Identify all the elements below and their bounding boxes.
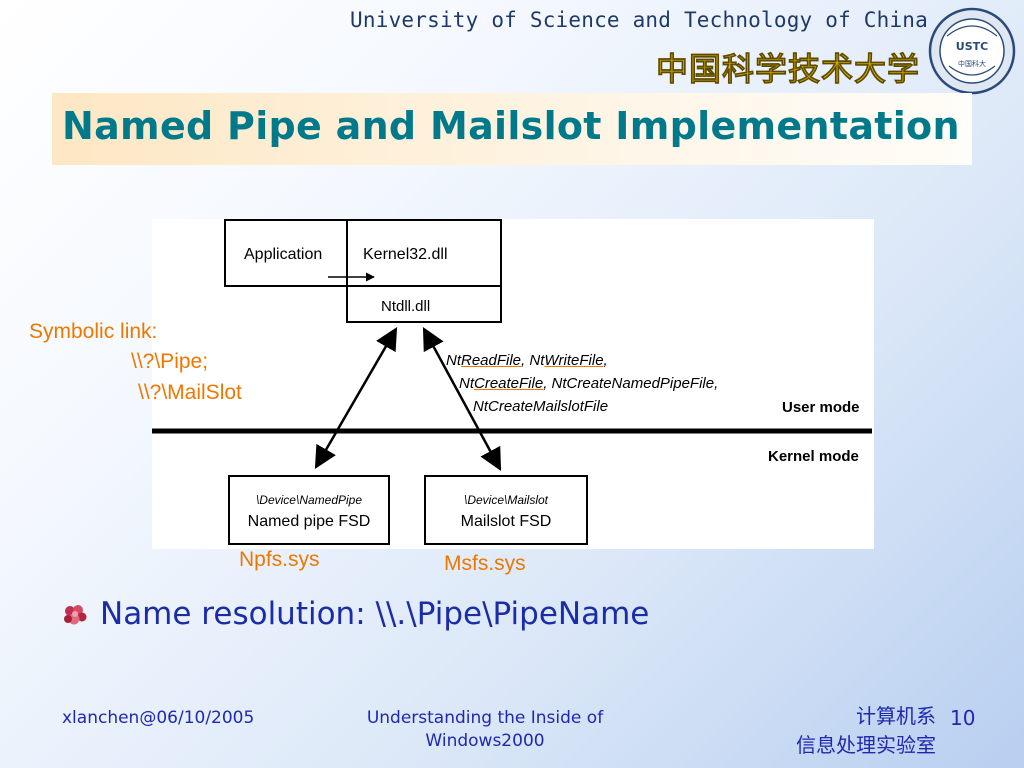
ntdll-box <box>346 285 502 323</box>
api-prefix-2: Nt <box>459 375 474 392</box>
symbolic-link-label: Symbolic link: <box>29 320 158 343</box>
page-number: 10 <box>950 706 976 730</box>
footer-course-line1: Understanding the Inside of <box>366 708 604 728</box>
api-createnamedpipe: , NtCreateNamedPipeFile, <box>543 375 719 392</box>
named-pipe-device-label: \Device\NamedPipe <box>255 493 363 507</box>
bullet-name-resolution: Name resolution: \\.\Pipe\PipeName <box>100 596 650 632</box>
footer-lab: 信息处理实验室 <box>796 733 936 757</box>
ntdll-label: Ntdll.dll <box>381 298 431 315</box>
box-divider <box>346 219 348 287</box>
npfs-label: Npfs.sys <box>239 548 320 571</box>
footer-course: Understanding the Inside of Windows2000 <box>330 707 640 753</box>
mailslot-device-label: \Device\Mailslot <box>463 493 549 507</box>
user-mode-label: User mode <box>782 399 860 416</box>
title-band <box>52 93 972 165</box>
slide-title: Named Pipe and Mailslot Implementation <box>62 104 960 148</box>
bullet-icon <box>64 605 87 625</box>
ustc-logo: USTC 中国科大 <box>928 7 1016 95</box>
api-writefile: WriteFile <box>544 352 604 369</box>
api-readfile: ReadFile <box>461 352 522 369</box>
footer-department: 计算机系 <box>856 704 936 728</box>
api-createfile: CreateFile <box>474 375 544 392</box>
named-pipe-fsd-box <box>228 475 390 545</box>
footer-course-line2: Windows2000 <box>425 731 545 751</box>
msfs-label: Msfs.sys <box>444 552 526 575</box>
ntdll-msfs-arrow <box>422 327 502 471</box>
mailslot-fsd-box <box>424 475 588 545</box>
symbolic-link-pipe: \\?\Pipe; <box>131 350 209 373</box>
api-comma: , <box>603 352 608 369</box>
symbolic-link-mailslot: \\?\MailSlot <box>138 381 242 404</box>
architecture-diagram: Application Kernel32.dll Ntdll.dll NtRea… <box>152 219 874 549</box>
api-line-2: NtCreateFile, NtCreateNamedPipeFile, <box>459 375 718 392</box>
logo-text: USTC <box>956 40 988 53</box>
university-name-cn: 中国科学技术大学 <box>655 50 920 89</box>
api-prefix: Nt <box>446 352 461 369</box>
named-pipe-fsd-label: Named pipe FSD <box>247 513 371 530</box>
api-line-3: NtCreateMailslotFile <box>473 398 609 415</box>
diagram-lines <box>152 272 872 471</box>
kernel32-label: Kernel32.dll <box>363 246 448 263</box>
logo-subtext: 中国科大 <box>958 59 986 68</box>
api-separator: , Nt <box>521 352 545 369</box>
kernel-mode-label: Kernel mode <box>768 448 859 465</box>
application-label: Application <box>244 246 323 263</box>
footer-author-date: xlanchen@06/10/2005 <box>62 708 255 728</box>
api-line-1: NtReadFile, NtWriteFile, <box>446 352 608 369</box>
university-name-en: University of Science and Technology of … <box>350 8 928 32</box>
mailslot-fsd-label: Mailslot FSD <box>460 513 552 530</box>
ntdll-npfs-arrow <box>314 327 398 469</box>
